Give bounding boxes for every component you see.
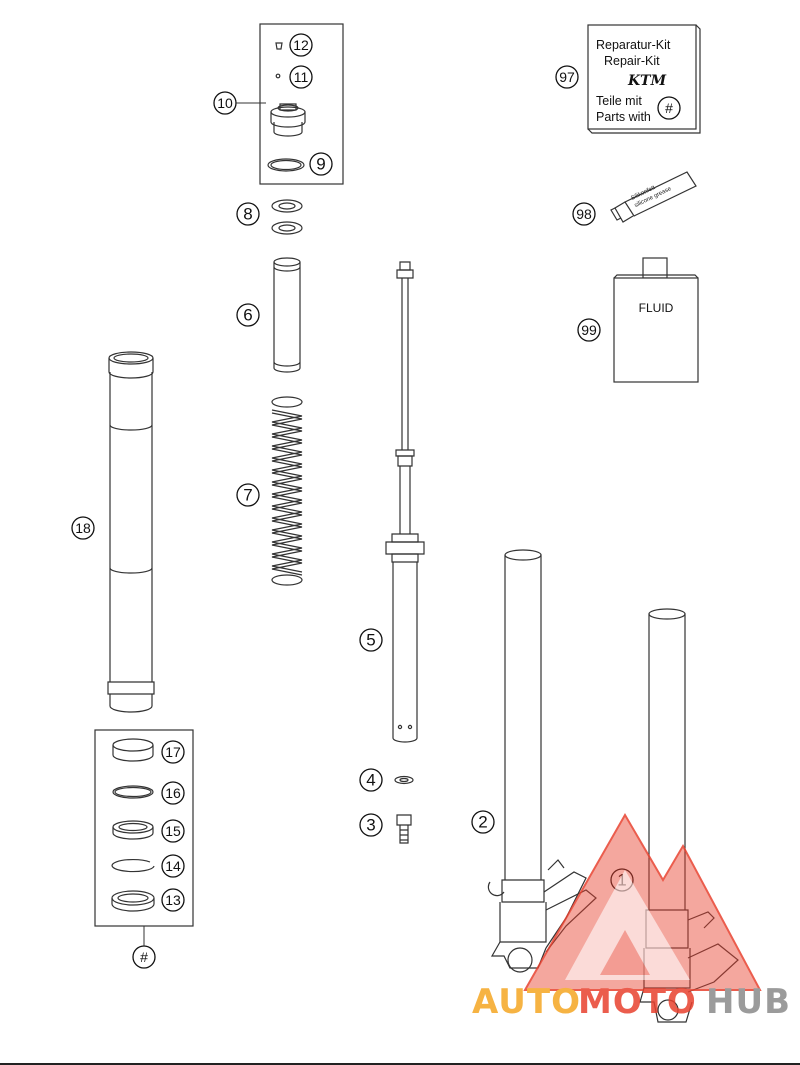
top-cap-part-10 bbox=[270, 103, 306, 137]
cartridge-part-5 bbox=[385, 261, 425, 743]
seal-part-15 bbox=[112, 820, 154, 840]
watermark-auto: AUTO bbox=[472, 982, 581, 1022]
callout-17: 17 bbox=[165, 744, 181, 760]
outer-tube-part-18 bbox=[107, 351, 155, 713]
callout-11: 11 bbox=[294, 69, 309, 85]
callout-15: 15 bbox=[165, 823, 181, 839]
callout-3: 3 bbox=[366, 816, 375, 835]
fork-spring-part-7 bbox=[271, 396, 303, 586]
dust-seal-part-13 bbox=[111, 890, 155, 912]
repair-kit-line1: Reparatur-Kit bbox=[596, 38, 671, 52]
bushing-part-17 bbox=[112, 738, 154, 762]
callout-13: 13 bbox=[165, 892, 181, 908]
fluid-label: FLUID bbox=[639, 301, 674, 315]
callout-14: 14 bbox=[165, 858, 181, 874]
bottom-border bbox=[0, 1063, 800, 1065]
callout-7: 7 bbox=[243, 486, 252, 505]
automotohub-watermark-logo: AUTO MOTO HUB bbox=[472, 813, 791, 1022]
oring-part-9 bbox=[267, 158, 305, 172]
bolt-part-3 bbox=[396, 814, 412, 844]
callout-5: 5 bbox=[366, 631, 375, 650]
cap-part-12 bbox=[275, 42, 283, 50]
callout-12: 12 bbox=[293, 37, 309, 53]
fork-leg-part-1 bbox=[639, 608, 739, 1023]
callout-98: 98 bbox=[576, 206, 592, 222]
circlip-part-14 bbox=[111, 858, 155, 873]
watermark-moto: MOTO bbox=[578, 982, 697, 1022]
repair-kit-line3: Teile mit bbox=[596, 94, 642, 108]
washer-part-4 bbox=[394, 775, 414, 785]
callout-18: 18 bbox=[75, 520, 91, 536]
repair-kit-line2: Repair-Kit bbox=[604, 54, 660, 68]
callout-16: 16 bbox=[165, 785, 181, 801]
spacer-tube-part-6 bbox=[273, 257, 301, 373]
kit-hash-symbol: # bbox=[665, 100, 673, 116]
callout-99: 99 bbox=[581, 322, 597, 338]
callout-10: 10 bbox=[217, 95, 233, 111]
repair-kit-line4: Parts with bbox=[596, 110, 651, 124]
callout-8: 8 bbox=[243, 205, 252, 224]
callout-97: 97 bbox=[559, 69, 575, 85]
callout-6: 6 bbox=[243, 306, 252, 325]
grease-tube-part-98 bbox=[610, 171, 697, 223]
watermark-hub: HUB bbox=[706, 982, 791, 1022]
ring-part-16 bbox=[112, 785, 154, 799]
ktm-logo: KTM bbox=[627, 73, 667, 89]
fork-fluid-part-99 bbox=[613, 257, 699, 383]
callout-hash: # bbox=[140, 949, 148, 965]
ball-part-11 bbox=[275, 73, 281, 79]
callout-4: 4 bbox=[366, 771, 375, 790]
washers-part-8 bbox=[271, 199, 303, 235]
callout-9: 9 bbox=[316, 155, 325, 174]
callout-2: 2 bbox=[478, 813, 487, 832]
